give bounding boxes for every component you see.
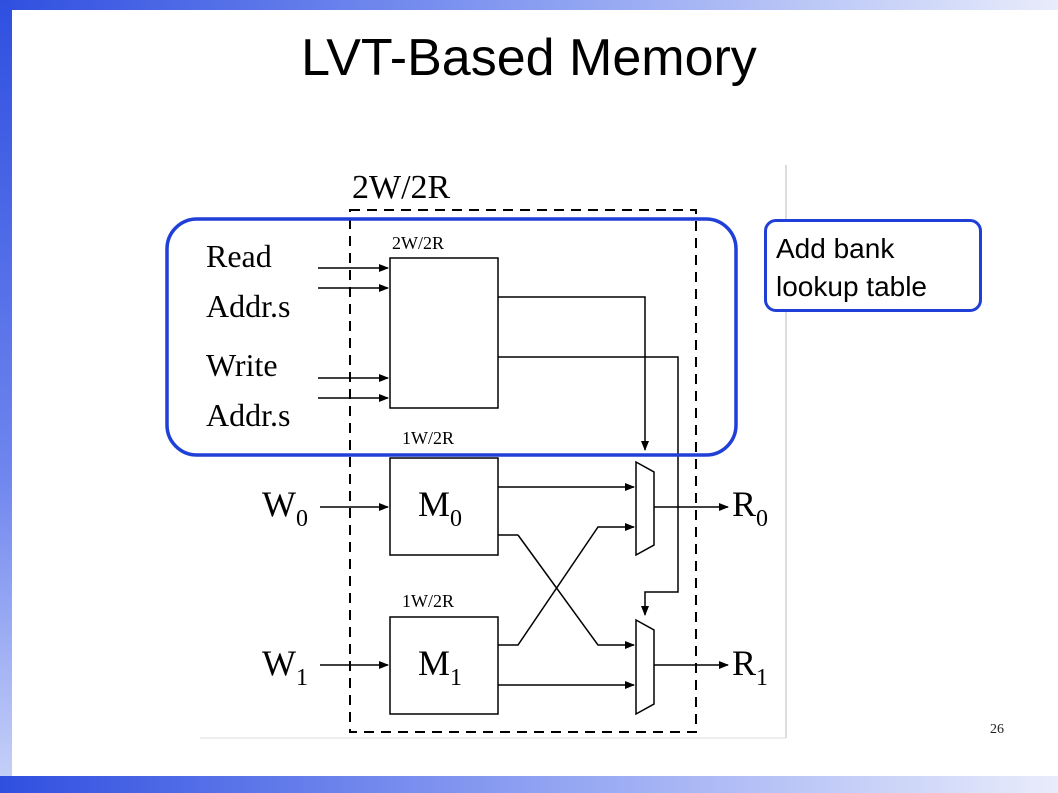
callout-box: Add bank lookup table [764,219,982,312]
lvt-block [389,257,499,409]
slide-title: LVT-Based Memory [301,29,757,87]
bank1-block [389,616,499,715]
bank1-input-label: W1 [262,643,308,691]
bank0-name: M0 [418,484,462,532]
bottom-accent-bar [0,776,1058,793]
bank0-block [389,457,499,556]
bank0-label: 1W/2R [402,428,454,448]
mux-1 [635,618,655,716]
output-r1-label: R1 [732,643,768,691]
lvt-highlight-outline [165,217,738,457]
lvt-label: 2W/2R [392,233,444,253]
bank0-input-label: W0 [262,484,308,532]
bank1-name: M1 [418,643,462,691]
bank0-to-mux1-cross [517,534,635,649]
lvt-select-line-1 [498,356,679,616]
callout-line1: Add bank [776,233,895,264]
mux-0 [635,460,655,557]
write-label-line1: Write [206,347,278,383]
read-label-line1: Read [206,238,272,274]
bank1-label: 1W/2R [402,591,454,611]
page-number: 26 [990,722,1004,737]
output-r0-label: R0 [732,484,768,532]
callout-line2: lookup table [776,271,928,302]
slide-canvas [12,10,1058,776]
outer-dashed-box [349,209,697,733]
write-label-line2: Addr.s [206,397,290,433]
left-accent-bar [0,0,12,793]
outer-box-label: 2W/2R [352,169,451,206]
lvt-select-line-0 [498,296,649,451]
bank1-to-mux0-cross [498,523,635,646]
read-label-line2: Addr.s [206,288,290,324]
